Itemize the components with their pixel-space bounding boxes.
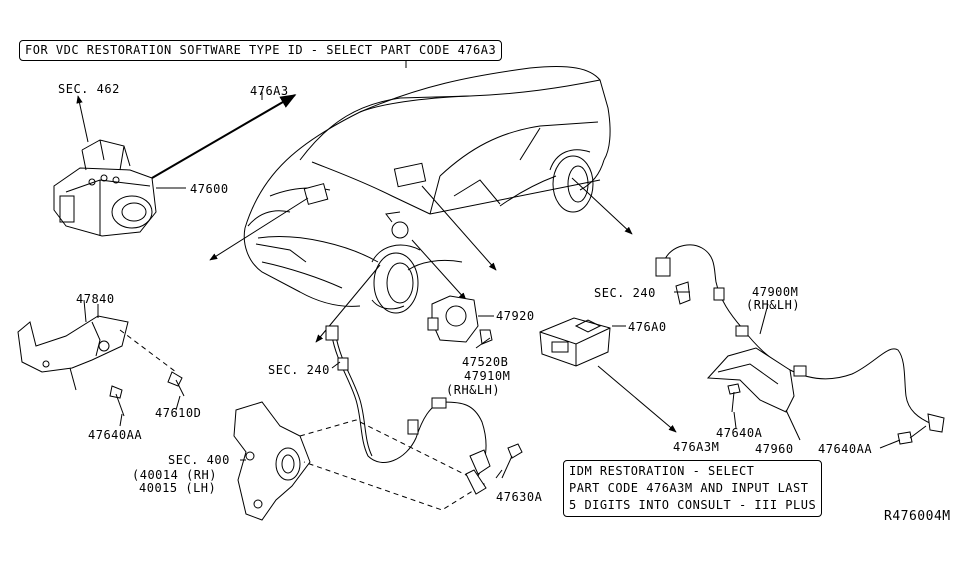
diagram-reference-code: R476004M [884,509,951,524]
abs-actuator-unit [53,139,157,237]
label-40015-lh: 40015 (LH) [139,481,217,495]
idm-note-line-2: PART CODE 476A3M AND INPUT LAST [569,481,809,495]
label-47840: 47840 [76,292,115,306]
vehicle-outline [243,66,611,314]
label-47640A: 47640A [716,426,763,440]
label-47610D: 47610D [155,406,202,420]
rear-sensor-harness [655,244,945,445]
leader-arrows [76,60,677,433]
label-476A3: 476A3 [250,84,289,98]
label-47910M: 47910M [464,369,511,383]
label-47520B: 47520B [462,355,509,369]
bracket-47840 [17,299,185,417]
label-leaders [97,92,901,479]
label-47900M-side: (RH&LH) [746,298,801,312]
idm-note-line-1: IDM RESTORATION - SELECT [569,464,755,478]
front-sensor-harness [325,325,523,495]
label-47910M-side: (RH&LH) [446,383,501,397]
idm-restoration-note: IDM RESTORATION - SELECT PART CODE 476A3… [563,460,823,517]
label-47960: 47960 [755,442,794,456]
label-47600: 47600 [190,182,229,196]
label-47640AA-right: 47640AA [818,442,873,456]
label-476A3M: 476A3M [673,440,720,454]
label-sec-400: SEC. 400 [168,453,230,467]
label-476A0: 476A0 [628,320,667,334]
label-47630A: 47630A [496,490,543,504]
vdc-restoration-note: FOR VDC RESTORATION SOFTWARE TYPE ID - S… [19,40,503,61]
label-sec-240-mid: SEC. 240 [268,363,330,377]
idm-note-line-3: 5 DIGITS INTO CONSULT - III PLUS [569,498,817,512]
label-47920: 47920 [496,309,535,323]
label-47900M: 47900M [752,285,799,299]
steering-knuckle [233,401,486,521]
label-40014-rh: (40014 (RH) [132,468,217,482]
yaw-sensor-47920 [427,295,493,345]
label-47640AA-left: 47640AA [88,428,143,442]
label-sec-462: SEC. 462 [58,82,120,96]
label-sec-240-right: SEC. 240 [594,286,656,300]
control-module-476A0 [539,317,611,367]
